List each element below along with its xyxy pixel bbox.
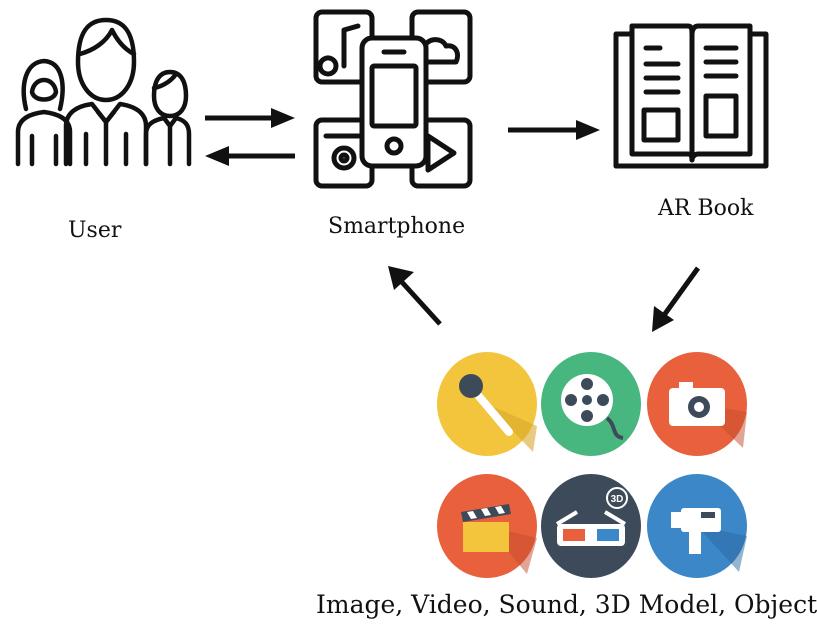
arrow-up-left-icon: [388, 266, 442, 326]
media-label: Image, Video, Sound, 3D Model, Object: [316, 590, 817, 619]
user-label: User: [68, 218, 122, 243]
smartphone-icon: [313, 9, 473, 189]
svg-text:3D: 3D: [611, 494, 624, 505]
clapperboard-icon: [437, 474, 537, 578]
microphone-icon: [437, 352, 537, 456]
camera-icon: [647, 352, 747, 456]
user-group-icon: [15, 17, 192, 167]
ar-flow-diagram: User Smartphone: [15, 9, 817, 619]
ar-book-label: AR Book: [658, 196, 754, 221]
smartphone-label: Smartphone: [328, 214, 466, 239]
arrow-down-left-icon: [652, 266, 701, 332]
3d-glasses-icon: 3D: [541, 474, 641, 578]
video-camera-icon: [647, 474, 747, 578]
film-reel-icon: [541, 352, 641, 456]
arrow-right-icon: [205, 108, 295, 128]
arrow-left-icon: [205, 146, 295, 166]
open-book-icon: [613, 23, 769, 169]
arrow-right-icon: [508, 120, 600, 140]
